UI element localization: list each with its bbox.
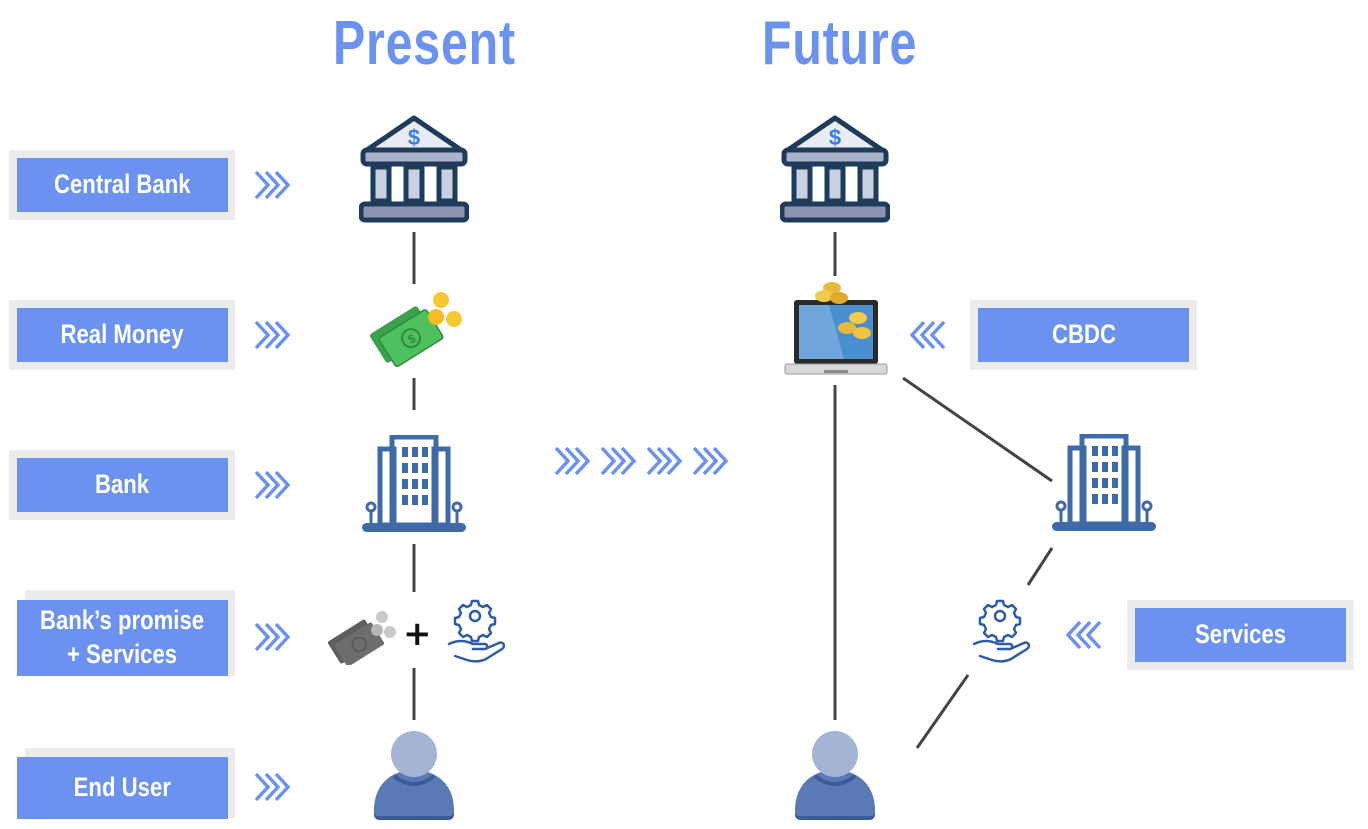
label-services: Services [1135, 608, 1346, 662]
label-cbdc-text: CBDC [1051, 319, 1116, 350]
laptop-coins-icon [784, 282, 888, 375]
label-banks-promise-text: Bank’s promise + Services [40, 605, 205, 669]
chevrons-right-icon [254, 772, 290, 802]
connector-future-4 [1026, 547, 1054, 586]
label-central-bank: Central Bank [17, 158, 228, 212]
label-real-money: Real Money [17, 308, 228, 362]
label-end-user: End User [17, 757, 228, 819]
end-user-icon [793, 730, 877, 822]
chevrons-right-icon [254, 470, 290, 500]
label-banks-promise: Bank’s promise + Services [17, 600, 228, 676]
service-hand-gear-icon [447, 599, 506, 663]
office-building-icon [362, 435, 468, 533]
chevrons-right-icon [254, 170, 290, 200]
transition-chevron-1-icon [554, 446, 590, 476]
transition-chevron-2-icon [600, 446, 636, 476]
chevrons-right-icon [254, 320, 290, 350]
chevrons-right-icon [254, 622, 290, 652]
transition-chevron-3-icon [646, 446, 682, 476]
transition-chevron-4-icon [692, 446, 728, 476]
office-building-icon [1052, 434, 1158, 532]
faded-cash-icon [327, 611, 396, 665]
future-heading: Future [762, 9, 918, 78]
connector-future-3 [902, 376, 1053, 483]
present-heading: Present [333, 9, 516, 78]
label-bank-text: Bank [95, 469, 150, 500]
label-bank: Bank [17, 458, 228, 512]
chevrons-left-icon [1066, 620, 1102, 650]
service-hand-gear-icon [972, 599, 1031, 663]
label-end-user-text: End User [73, 772, 172, 803]
end-user-icon [372, 730, 456, 822]
plus-icon: + [403, 614, 432, 654]
central-bank-icon [780, 112, 890, 224]
label-cbdc: CBDC [978, 308, 1189, 362]
chevrons-left-icon [910, 320, 946, 350]
label-services-text: Services [1194, 619, 1287, 650]
label-central-bank-text: Central Bank [54, 169, 191, 200]
cash-coins-icon: $ [370, 292, 462, 367]
connector-future-5 [915, 674, 970, 749]
label-real-money-text: Real Money [60, 319, 185, 350]
central-bank-icon [359, 112, 469, 224]
